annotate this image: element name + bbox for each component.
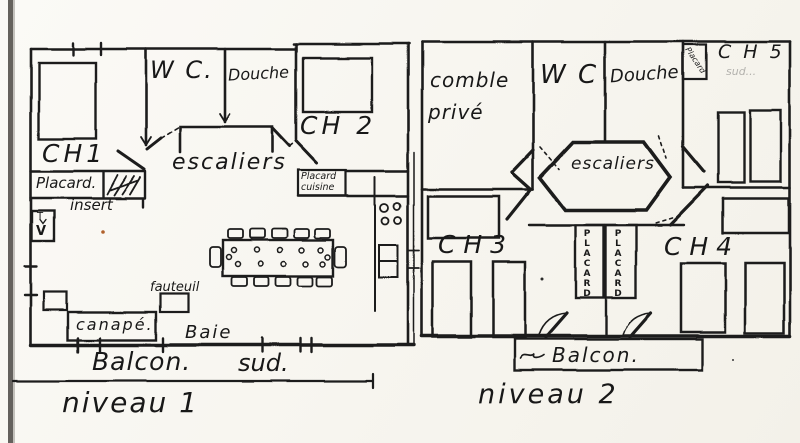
plan2-drawing [420, 40, 792, 372]
plan1-bed-ch2 [301, 56, 374, 114]
table-plates [225, 246, 332, 268]
plan2-doors [505, 135, 710, 339]
label-placard-closet-right: PLACARD [613, 229, 623, 299]
label-balcon-1: Balcon. [92, 347, 192, 376]
label-placard-1: Placard. [36, 174, 97, 192]
room-label-wc-1: W C. [150, 56, 214, 84]
label-tv-v: V [36, 224, 47, 239]
plan2-beds-ch3 [426, 194, 527, 339]
room-label-ch4: C H 4 [664, 232, 733, 261]
label-tv-t: T [37, 211, 44, 222]
label-placard-closet-left: PLACARD [582, 229, 592, 299]
room-label-ch1: CH1 [42, 139, 107, 168]
room-label-ch3: C H 3 [438, 230, 507, 259]
plan1-stairwell [178, 125, 274, 154]
plan2-placard-closets [574, 223, 638, 300]
room-label-wc-2: W C [540, 60, 599, 90]
room-label-ch5: C H 5 [718, 41, 785, 63]
plan2-beds-ch5 [716, 108, 783, 185]
plan1-placard-insert [29, 169, 147, 209]
room-label-escaliers-2: escaliers [571, 154, 655, 174]
room-label-douche-2: Douche [609, 61, 680, 88]
room-label-douche-1: Douche [227, 62, 290, 85]
caption-niveau-2: niveau 2 [478, 379, 619, 410]
room-label-comble-1: comble [430, 68, 510, 92]
label-fauteuil: fauteuil [150, 280, 200, 295]
plan1-kitchen [374, 176, 403, 312]
plan1-window-ticks [23, 41, 420, 354]
plan1-balcony-line [11, 372, 375, 390]
plan2-beds-ch4 [679, 197, 791, 335]
label-placard-cuisine-1: Placard [301, 171, 337, 182]
label-insert: insert [70, 196, 113, 214]
plan1-dining-table [209, 228, 347, 287]
plan1-drawing [11, 41, 420, 390]
insert-hatching [106, 174, 141, 196]
paper-specks [101, 230, 734, 361]
plan1-side-table [42, 290, 69, 312]
plan1-tv-unit [30, 209, 56, 243]
plan1-bed-ch1 [37, 61, 98, 141]
kitchen-sink [378, 244, 399, 278]
plan2-stair-hexagon [537, 140, 673, 212]
label-canape: canapé. [76, 315, 154, 334]
label-balcon-2: Balcon. [552, 343, 640, 367]
room-label-escaliers-1: escaliers [172, 150, 287, 175]
plan2-balcony [512, 337, 704, 372]
plan1-sofa [66, 310, 158, 342]
plan1-doors [116, 126, 319, 171]
room-label-comble-2: privé [428, 100, 484, 124]
room-label-ch2: CH 2 [300, 111, 377, 140]
plan2-placard-small [681, 43, 708, 81]
label-sud: sud. [238, 349, 289, 377]
caption-niveau-1: niveau 1 [62, 386, 199, 419]
plan1-placard-cuisine [296, 168, 410, 198]
plan1-walls [29, 42, 416, 347]
label-ch5-faint-sud: sud... [726, 65, 757, 78]
plan1-armchair [158, 292, 190, 314]
label-placard-cuisine-2: cuisine [301, 182, 335, 193]
scan-page-edge [8, 0, 15, 443]
label-baie: Baie [185, 322, 233, 343]
